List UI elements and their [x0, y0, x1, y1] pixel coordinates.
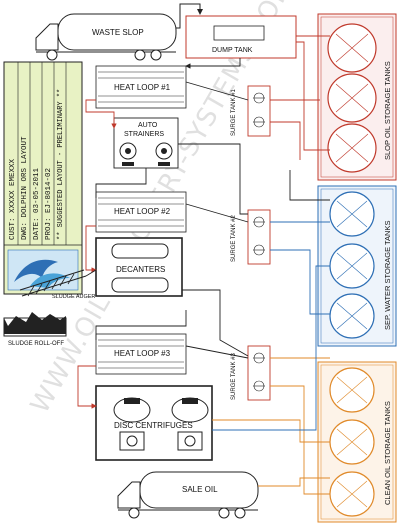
- heat-loop-3: HEAT LOOP #3: [95, 333, 187, 375]
- waste-slop-truck: WASTE SLOP: [35, 13, 177, 61]
- slop-oil-tanks-label: SLOP OIL STORAGE TANKS: [383, 61, 392, 160]
- heat-loop-2-label: HEAT LOOP #2: [114, 207, 171, 216]
- dump-tank-label: DUMP TANK: [212, 47, 253, 54]
- sep-water-tanks-label: SEP. WATER STORAGE TANKS: [383, 221, 392, 330]
- sale-oil-truck: SALE OIL: [117, 471, 259, 519]
- surge-tank-2-label: SURGE TANK #2: [231, 215, 237, 262]
- slop-oil-storage-tanks: SLOP OIL STORAGE TANKS: [317, 13, 397, 181]
- auto-strainers-label-2: STRAINERS: [124, 131, 164, 138]
- title-cust: CUST: XXXXX EMEXXX: [9, 158, 17, 240]
- pipe-network: [77, 35, 330, 495]
- decanters-label: DECANTERS: [116, 265, 165, 274]
- disc-centrifuges-label: DISC CENTRIFUGES: [114, 421, 193, 430]
- dump-tank: DUMP TANK: [185, 15, 297, 59]
- title-note: ** SUGGESTED LAYOUT - PRELIMINARY **: [57, 89, 65, 240]
- dolphin-logo: [7, 249, 79, 291]
- sludge-auger: SLUDGE AUGER: [19, 269, 95, 300]
- sep-water-storage-tanks: SEP. WATER STORAGE TANKS: [317, 185, 397, 347]
- heat-loop-2: HEAT LOOP #2: [95, 191, 187, 233]
- clean-oil-storage-tanks: CLEAN OIL STORAGE TANKS: [317, 361, 397, 523]
- sale-oil-label: SALE OIL: [182, 485, 218, 494]
- auto-strainers: AUTO STRAINERS: [113, 117, 179, 169]
- title-proj: PROJ: EJ-8014-02: [45, 168, 53, 240]
- surge-tank-3: SURGE TANK #3: [231, 345, 271, 401]
- heat-loop-3-label: HEAT LOOP #3: [114, 349, 171, 358]
- waste-slop-label: WASTE SLOP: [92, 28, 144, 37]
- sludge-rolloff: SLUDGE ROLL-OFF: [3, 312, 67, 347]
- auto-strainers-label-1: AUTO: [138, 122, 158, 129]
- disc-centrifuges: DISC CENTRIFUGES: [95, 385, 213, 461]
- surge-tank-1-label: SURGE TANK #1: [231, 89, 237, 136]
- surge-tank-3-label: SURGE TANK #3: [231, 353, 237, 400]
- surge-tank-2: SURGE TANK #2: [231, 209, 271, 265]
- title-dwg: DWG: DOLPHIN ORS LAYOUT: [21, 136, 29, 240]
- sludge-auger-label: SLUDGE AUGER: [52, 294, 95, 300]
- surge-tank-1: SURGE TANK #1: [231, 85, 271, 137]
- title-date: DATE: 03-05-2011: [33, 167, 41, 240]
- heat-loop-1: HEAT LOOP #1: [95, 65, 187, 109]
- decanters: DECANTERS: [95, 237, 183, 297]
- title-block: CUST: XXXXX EMEXXX DWG: DOLPHIN ORS LAYO…: [3, 61, 83, 295]
- clean-oil-tanks-label: CLEAN OIL STORAGE TANKS: [383, 401, 392, 505]
- sludge-rolloff-label: SLUDGE ROLL-OFF: [8, 341, 64, 347]
- heat-loop-1-label: HEAT LOOP #1: [114, 83, 171, 92]
